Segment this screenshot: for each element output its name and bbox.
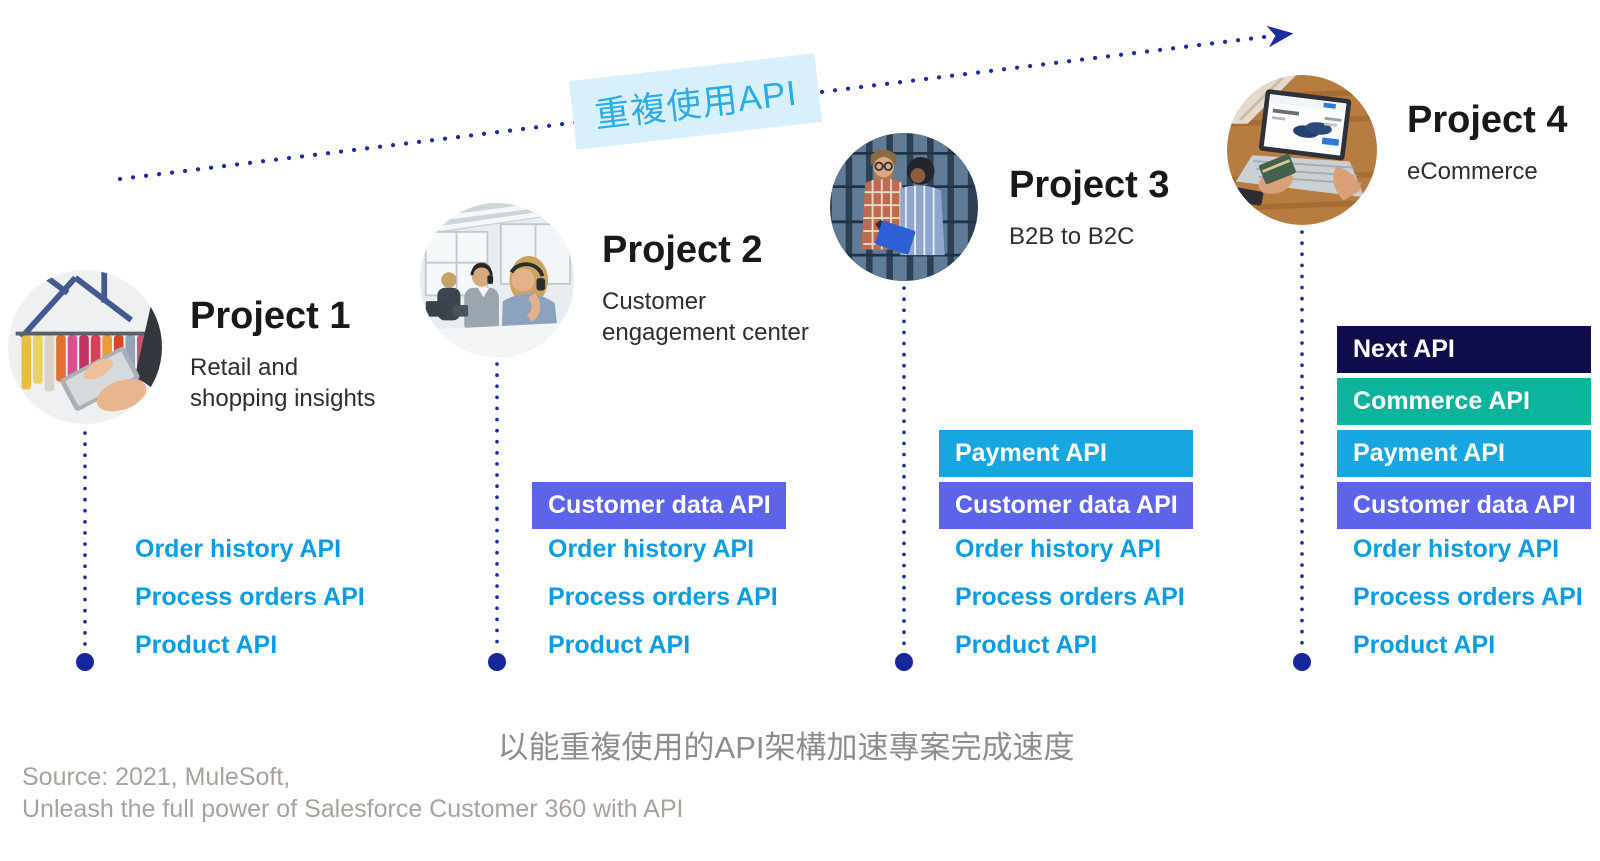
project-title: Project 2 [602,229,763,271]
project-subtitle: Retail and shopping insights [190,354,376,412]
api-list-item: Product API [548,631,691,659]
project-title: Project 3 [1009,164,1170,206]
api-list-item: Product API [1353,631,1496,659]
source-attribution: Source: 2021, MuleSoft, Unleash the full… [22,761,683,825]
api-badge: Commerce API [1337,378,1591,425]
api-badge: Next API [1337,326,1591,373]
timeline-end-dot [488,653,506,671]
api-list-item: Process orders API [548,583,778,611]
badge-stack: Next API Commerce API Payment API Custom… [1337,326,1591,529]
api-list-item: Order history API [955,535,1162,563]
project-subtitle: eCommerce [1407,158,1538,185]
timeline-end-dot [1293,653,1311,671]
source-line-2: Unleash the full power of Salesforce Cus… [22,795,684,823]
api-badge: Payment API [1337,430,1591,477]
bottom-caption: 以能重複使用的API架構加速專案完成速度 [497,730,1075,765]
server-room-team-photo [830,133,978,281]
api-list: Order history API Process orders API Pro… [955,536,1185,659]
api-list: Order history API Process orders API Pro… [548,536,778,659]
api-badge: Customer data API [1337,482,1591,529]
timeline-end-dot [895,653,913,671]
project-subtitle: B2B to B2C [1009,223,1135,250]
api-badge: Customer data API [532,482,786,529]
call-center-agents-photo [420,203,574,357]
api-badge: Customer data API [939,482,1193,529]
badge-stack: Payment API Customer data API [939,430,1193,529]
project-title: Project 1 [190,295,351,337]
api-list-item: Order history API [548,535,755,563]
api-list-item: Product API [955,631,1098,659]
api-list-item: Product API [135,631,278,659]
project-subtitle: Customer engagement center [602,288,809,346]
reuse-arrow [117,25,1294,182]
source-line-1: Source: 2021, MuleSoft, [22,763,291,791]
api-list: Order history API Process orders API Pro… [135,536,365,659]
badge-stack: Customer data API [532,482,786,529]
project-title: Project 4 [1407,99,1568,141]
api-list-item: Order history API [1353,535,1560,563]
api-list: Order history API Process orders API Pro… [1353,536,1583,659]
retail-shopping-tablet-photo [8,270,162,424]
api-list-item: Order history API [135,535,342,563]
api-list-item: Process orders API [955,583,1185,611]
laptop-online-shopping-photo [1227,75,1377,225]
api-badge: Payment API [939,430,1193,477]
api-list-item: Process orders API [135,583,365,611]
timeline-end-dot [76,653,94,671]
api-list-item: Process orders API [1353,583,1583,611]
